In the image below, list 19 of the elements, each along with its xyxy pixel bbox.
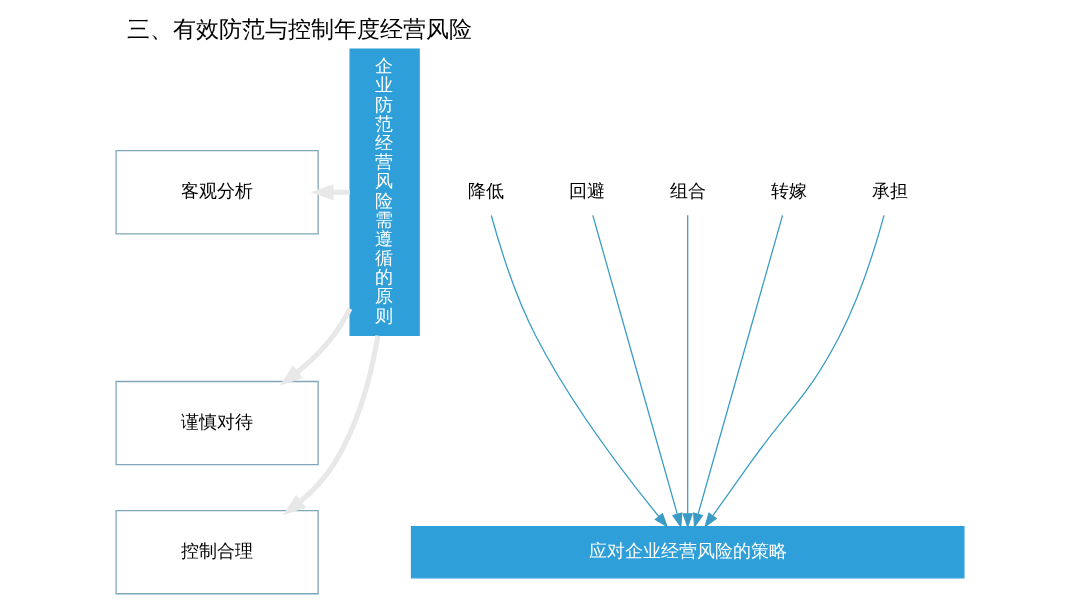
arrow: [682, 214, 694, 529]
arrow: [704, 214, 885, 528]
arrow: [490, 214, 669, 529]
diagram-title: 三、有效防范与控制年度经营风险: [127, 15, 473, 42]
node-box: 客观分析: [115, 150, 319, 235]
node-text: 组合: [669, 179, 706, 201]
node-text: 回避: [568, 179, 605, 201]
node-box: 企业防范经营风险需遵循的原则: [349, 48, 420, 337]
arrow: [310, 184, 350, 201]
arrow: [592, 214, 683, 529]
node-box: 谨慎对待: [115, 380, 319, 466]
node-box: 控制合理: [115, 510, 319, 595]
node-text: 转嫁: [770, 179, 807, 201]
node-box: 应对企业经营风险的策略: [410, 526, 965, 579]
node-text: 降低: [467, 179, 504, 201]
arrow: [693, 214, 784, 529]
node-text: 承担: [871, 179, 908, 201]
arrow: [282, 335, 381, 516]
arrow: [279, 307, 353, 386]
